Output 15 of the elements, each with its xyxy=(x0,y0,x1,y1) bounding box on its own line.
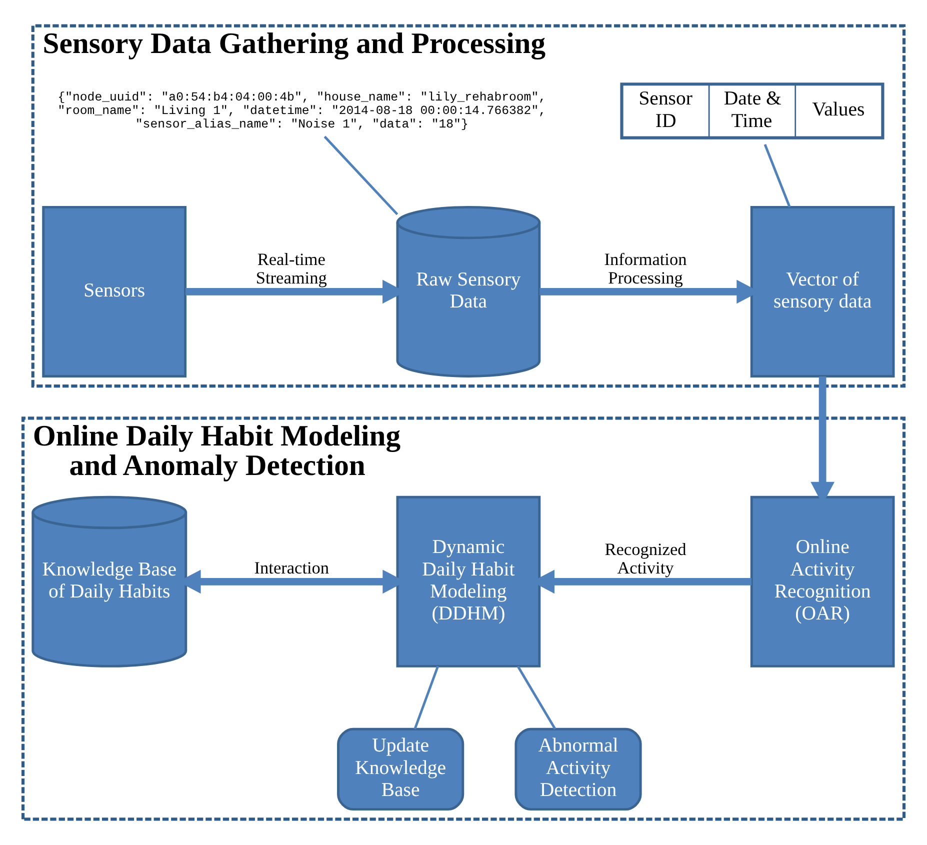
connector xyxy=(414,666,440,730)
node-box: Sensors xyxy=(42,206,186,378)
edge-label: Real-time Streaming xyxy=(256,250,327,288)
node-text: {"node_uuid": "a0:54:b4:04:00:4b", "house_name": "lily_rehabroom", "room_name": "Living 1", "datetime": "2014-08-18 00:00:14.766382", "sensor_alias_name": "Noise 1", "data": "18"} xyxy=(58,90,546,132)
node-box: Dynamic Daily Habit Modeling (DDHM) xyxy=(396,496,541,668)
connector xyxy=(324,136,398,216)
edge-label: Recognized Activity xyxy=(604,540,686,578)
connector xyxy=(516,666,556,730)
node-box: Vector of sensory data xyxy=(750,206,895,378)
node-box: Online Activity Recognition (OAR) xyxy=(750,496,895,668)
connector xyxy=(764,144,791,208)
edge-label: Interaction xyxy=(254,558,330,578)
edge-label: Information Processing xyxy=(604,250,687,288)
node-box: Abnormal Activity Detection xyxy=(514,728,642,811)
node-box: Update Knowledge Base xyxy=(337,728,464,811)
